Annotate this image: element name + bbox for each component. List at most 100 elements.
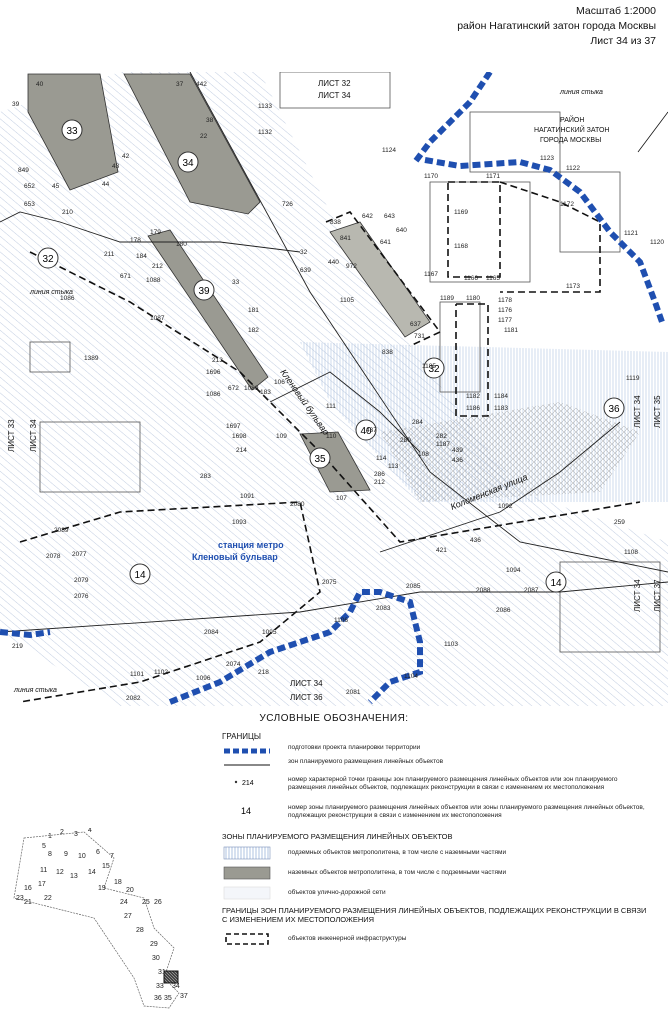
point-number: 2088 [476,587,491,594]
legend-row: объектов улично-дорожной сети [222,886,652,912]
point-number: 1187 [436,441,450,448]
point-number: 1166 [464,275,478,282]
district-label-line: НАГАТИНСКИЙ ЗАТОН [534,125,609,134]
svg-text:35: 35 [314,454,326,465]
point-number: 213 [212,357,223,364]
point-number: 2075 [322,579,337,586]
point-number: 2080 [290,501,305,508]
point-number: 2082 [126,695,141,702]
sheet-index-number: 4 [88,828,92,834]
zone-832-surface [329,221,431,338]
svg-text:40: 40 [360,426,372,437]
zone-marker: 32 [423,357,445,379]
point-number: 1102 [154,669,168,676]
zone-marker: 39 [193,279,215,301]
metro-surface-symbol [222,866,272,880]
point-number: 1167 [424,271,438,278]
point-number: 436 [452,457,463,464]
sheet-index-number: 2 [60,829,64,836]
point-number: 1171 [486,173,500,180]
point-number: 641 [380,239,391,246]
point-number: 1185 [422,363,436,370]
point-number: 37 [176,81,184,88]
point-number: 672 [228,385,239,392]
point-number: 1123 [540,155,554,162]
point-number: 1101 [130,671,144,678]
point-number: 286 [374,471,385,478]
sheet-index-number: 30 [152,955,160,962]
svg-text:32: 32 [42,254,54,265]
planning-map[interactable]: ЛИСТ 32 ЛИСТ 34 ЛИСТ 33 ЛИСТ 34 ЛИСТ 34 … [0,70,668,706]
point-number: 1172 [560,201,574,208]
point-number: 1132 [258,129,272,136]
point-number: 2084 [204,629,219,636]
point-number: 1089 [244,385,259,392]
point-number: 210 [62,209,73,216]
point-number: 1178 [498,297,512,304]
sheet-index-number: 25 [142,899,150,906]
point-number: 838 [330,219,341,226]
point-number: 181 [248,307,259,314]
point-number: 184 [136,253,147,260]
svg-text:32: 32 [428,364,440,375]
point-number: 1124 [382,147,396,154]
sheet-index-number: 20 [126,887,134,894]
point-number: 2089 [54,527,69,534]
point-number: 440 [328,259,339,266]
sheet-label-map: ЛИСТ 34 [318,91,351,100]
zone-35-surface [299,431,371,493]
sheet-index-number: 22 [44,895,52,902]
point-number: 2078 [46,553,61,560]
sheet-index-number: 3 [74,831,78,838]
sheet-index-number: 14 [88,869,96,876]
point-number: 182 [248,327,259,334]
svg-text:14: 14 [550,578,562,589]
sheet-label-map: ЛИСТ 32 [318,79,351,88]
planning-boundary [0,70,665,705]
sheet-index-number: 8 [48,851,52,858]
point-number: 1698 [232,433,247,440]
zone-boundary-symbol [222,758,272,772]
sheet-label-map: ЛИСТ 36 [290,693,323,702]
point-number: 1182 [466,393,480,400]
sheet-label-map: ЛИСТ 34 [633,395,642,428]
point-number-symbol: 214 [222,776,272,790]
point-number: 42 [122,153,130,160]
sheet-label-map: ЛИСТ 34 [633,579,642,612]
point-number: 113 [388,463,399,470]
point-number: 39 [12,101,20,108]
point-number: 2074 [226,661,241,668]
point-number: 1120 [650,239,664,246]
point-number: 219 [12,643,23,650]
reconstruction-boundaries [19,181,641,703]
sheet-index-number: 12 [56,869,64,876]
point-number: 1165 [486,275,500,282]
legend-row: 214 номер характерной точки границы зон … [222,776,652,802]
point-number: 1106 [334,617,348,624]
point-number: 726 [282,201,293,208]
point-number: 1091 [240,493,255,500]
point-number: 33 [232,279,240,286]
point-number: 1092 [498,503,513,510]
point-number: 637 [410,321,421,328]
point-number: 1389 [84,355,99,362]
sheet-index-number: 24 [120,899,128,906]
point-number: 1184 [494,393,508,400]
sheet-index-number: 11 [40,867,47,874]
point-number: 639 [300,267,311,274]
point-number: 218 [258,669,269,676]
point-number: 111 [326,403,336,410]
point-number: 40 [36,81,44,88]
sheet-index-number: 37 [180,993,188,1000]
legend-row: подготовки проекта планировки территории [222,744,652,770]
boundaries-heading: ГРАНИЦЫ [222,732,261,741]
sheet-label: Лист 34 из 37 [590,35,656,47]
point-number: 2077 [72,551,87,558]
svg-text:36: 36 [608,404,620,415]
point-number: 259 [614,519,625,526]
point-number: 421 [436,547,447,554]
junction-line-label: линия стыка [29,289,73,296]
point-number: 2085 [406,583,421,590]
sheet-label-map: ЛИСТ 34 [290,679,323,688]
sheet-index-number: 7 [110,853,114,860]
